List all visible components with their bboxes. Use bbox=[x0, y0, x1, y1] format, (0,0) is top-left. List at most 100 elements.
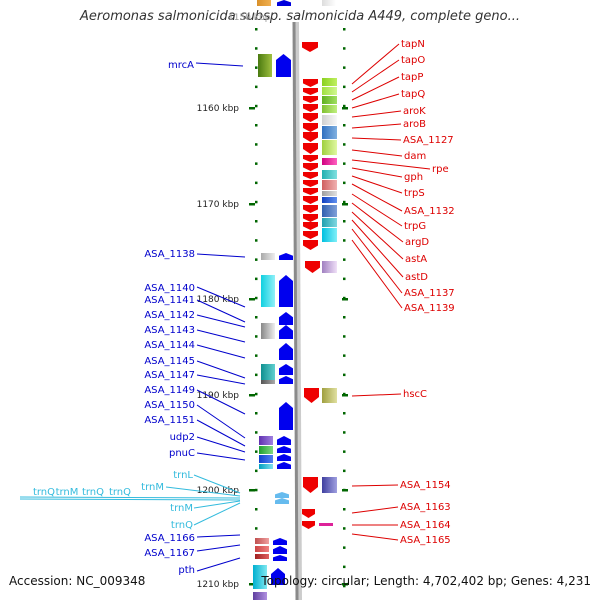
leader-line bbox=[351, 43, 400, 85]
leader-line bbox=[196, 329, 246, 343]
feature-block bbox=[322, 388, 337, 403]
reverse-arrow bbox=[303, 163, 318, 171]
grid-dot bbox=[255, 220, 258, 223]
grid-dot bbox=[255, 104, 258, 108]
kbp-tick-label: 1170 kbp bbox=[197, 200, 240, 210]
kbp-tick-mark bbox=[342, 489, 348, 492]
feature-block bbox=[322, 477, 337, 493]
feature-block bbox=[255, 554, 269, 559]
leader-line bbox=[351, 533, 399, 541]
grid-dot bbox=[255, 28, 258, 31]
reverse-gene-label: dam bbox=[404, 151, 426, 162]
forward-arrow bbox=[279, 402, 293, 430]
leader-line bbox=[351, 202, 404, 243]
feature-block bbox=[255, 538, 269, 544]
leader-line bbox=[196, 389, 246, 415]
grid-dot bbox=[255, 200, 258, 204]
leader-line bbox=[196, 286, 246, 308]
leader-line bbox=[351, 506, 399, 514]
forward-gene-label: ASA_1145 bbox=[144, 356, 195, 367]
reverse-gene-label: aroK bbox=[403, 106, 426, 117]
forward-gene-label: ASA_1166 bbox=[144, 533, 195, 544]
grid-dot bbox=[343, 584, 346, 588]
grid-dot bbox=[255, 335, 258, 338]
leader-line bbox=[193, 474, 241, 494]
forward-arrow bbox=[279, 376, 293, 384]
kbp-tick-mark bbox=[342, 107, 348, 110]
forward-arrow bbox=[277, 446, 291, 453]
gene-labels: mrcAASA_1138ASA_1140ASA_1141ASA_1142ASA_… bbox=[33, 39, 455, 576]
kbp-tick-mark bbox=[342, 394, 348, 397]
feature-block bbox=[253, 592, 267, 600]
feature-block bbox=[322, 158, 337, 165]
grid-dot bbox=[343, 373, 346, 377]
feature-block bbox=[261, 275, 275, 307]
reverse-gene-label: tapP bbox=[401, 72, 423, 83]
grid-dot bbox=[255, 85, 258, 89]
reverse-gene-label: ASA_1132 bbox=[404, 206, 455, 217]
grid-dot bbox=[343, 258, 346, 261]
kbp-tick-label: 1160 kbp bbox=[197, 104, 240, 114]
forward-arrow bbox=[273, 546, 287, 554]
leader-line bbox=[351, 123, 402, 129]
kbp-tick-mark bbox=[342, 203, 348, 206]
rna-gene-label: trnQ bbox=[82, 487, 104, 498]
reverse-gene-label: rpe bbox=[432, 164, 449, 175]
leader-line bbox=[196, 314, 246, 328]
kbp-tick-mark bbox=[249, 203, 255, 206]
leader-line bbox=[351, 167, 403, 178]
feature-block bbox=[261, 253, 275, 260]
rna-gene-label: trnM bbox=[141, 482, 164, 493]
leader-line bbox=[351, 193, 403, 227]
leader-line bbox=[351, 175, 403, 194]
grid-dot bbox=[343, 162, 346, 165]
leader-line bbox=[196, 557, 241, 572]
grid-dot bbox=[255, 124, 258, 127]
feature-block bbox=[319, 523, 333, 526]
leader-line bbox=[351, 149, 403, 157]
feature-block bbox=[259, 446, 273, 454]
reverse-gene-label: astD bbox=[405, 272, 428, 283]
leader-line bbox=[351, 159, 431, 170]
feature-block bbox=[322, 218, 337, 227]
leader-line bbox=[165, 486, 241, 497]
leader-line bbox=[195, 62, 244, 67]
feature-block bbox=[261, 380, 275, 384]
leader-line bbox=[351, 211, 404, 260]
reverse-gene-label: ASA_1163 bbox=[400, 502, 451, 513]
feature-block bbox=[322, 126, 337, 139]
reverse-gene-label: tapO bbox=[401, 55, 425, 66]
topology-label: Topology: circular; Length: 4,702,402 bp… bbox=[261, 574, 591, 588]
grid-dot bbox=[255, 258, 258, 261]
reverse-gene-label: tapQ bbox=[401, 89, 425, 100]
grid-dot bbox=[343, 546, 346, 549]
reverse-arrow bbox=[303, 477, 318, 493]
grid-dot bbox=[255, 47, 258, 50]
grid-dot bbox=[343, 239, 346, 242]
reverse-arrow bbox=[303, 214, 318, 222]
grid-dot bbox=[343, 143, 346, 146]
reverse-arrow bbox=[303, 196, 318, 204]
reverse-gene-label: astA bbox=[405, 254, 427, 265]
leader-line bbox=[351, 93, 400, 109]
leader-line bbox=[196, 436, 246, 453]
leader-line bbox=[196, 360, 246, 379]
forward-arrow bbox=[277, 454, 291, 461]
feature-block bbox=[322, 197, 337, 203]
grid-dot bbox=[255, 373, 258, 377]
feature-block bbox=[253, 565, 267, 589]
grid-dot bbox=[343, 412, 346, 415]
reverse-arrow bbox=[303, 180, 318, 187]
top-clipped-tick-label: 1150 kbp bbox=[228, 13, 271, 23]
map-title: Aeromonas salmonicida subsp. salmonicida… bbox=[80, 9, 520, 24]
grid-dot bbox=[255, 296, 258, 300]
grid-dot bbox=[255, 431, 258, 434]
grid-dot bbox=[255, 162, 258, 165]
grid-dot bbox=[343, 431, 346, 434]
rna-gene-label: trnM bbox=[56, 487, 79, 498]
forward-gene-label: ASA_1143 bbox=[144, 325, 195, 336]
feature-block bbox=[322, 261, 337, 273]
reverse-arrow bbox=[303, 104, 318, 112]
leader-line bbox=[196, 404, 246, 439]
reverse-arrow bbox=[303, 205, 318, 213]
